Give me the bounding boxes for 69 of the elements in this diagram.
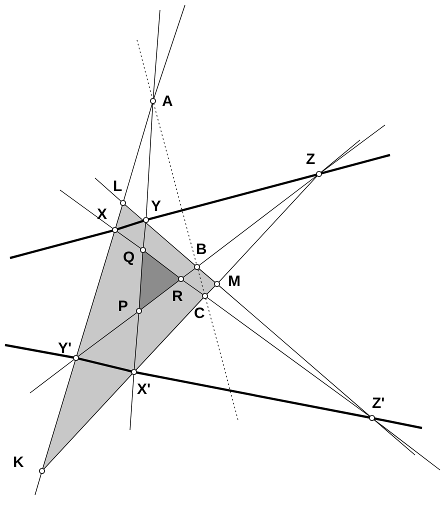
point xyxy=(369,395,385,421)
line-segment xyxy=(78,312,138,357)
line-segment xyxy=(144,251,180,278)
point-label: A xyxy=(162,93,173,110)
point-label: Q xyxy=(123,249,135,266)
point xyxy=(58,340,79,361)
line-segment xyxy=(76,232,115,356)
line-segment xyxy=(116,231,142,249)
point-label: Z xyxy=(306,151,316,168)
line-segment xyxy=(124,204,196,266)
point xyxy=(143,198,162,223)
point xyxy=(194,241,207,270)
point-label: X xyxy=(97,206,108,223)
line-segment xyxy=(138,252,144,309)
line-segment xyxy=(140,280,180,310)
line-segment xyxy=(218,285,370,417)
point xyxy=(123,247,146,266)
line-segment xyxy=(206,297,370,417)
line-segment xyxy=(321,154,390,174)
point-label: R xyxy=(172,288,183,305)
line-segment xyxy=(374,417,422,430)
line-segment xyxy=(374,419,416,456)
line-segment xyxy=(10,230,113,260)
line-segment xyxy=(148,174,317,220)
line-segment xyxy=(136,371,370,419)
line-segment xyxy=(60,190,114,229)
point-label: C xyxy=(194,305,205,322)
point-label: B xyxy=(196,241,207,258)
line-segment xyxy=(182,268,196,278)
line-segment xyxy=(134,313,140,370)
point-label: Y xyxy=(151,198,162,215)
line-segment xyxy=(320,124,386,173)
point-label: M xyxy=(228,273,240,290)
point xyxy=(113,178,126,206)
point xyxy=(214,273,240,290)
line-segment xyxy=(43,374,133,470)
line-segment xyxy=(198,268,216,283)
line-segment xyxy=(115,205,123,228)
line-segment xyxy=(78,358,132,372)
point-label: P xyxy=(118,298,128,315)
point-label: K xyxy=(13,454,24,471)
point-label: Y' xyxy=(58,340,72,357)
point xyxy=(13,454,45,474)
line-segment xyxy=(94,178,122,202)
line-segment xyxy=(4,344,74,359)
point xyxy=(118,298,142,315)
point-label: Z' xyxy=(372,395,385,412)
point-label: X' xyxy=(137,381,151,398)
line-segment xyxy=(30,359,74,394)
line-segment xyxy=(374,419,440,470)
line-segment xyxy=(198,175,318,266)
line-segment xyxy=(34,473,42,496)
line-segment xyxy=(117,220,144,230)
point xyxy=(306,151,322,177)
point-label: L xyxy=(113,178,122,195)
line-segment xyxy=(135,298,204,370)
line-segment xyxy=(152,10,160,99)
line-segment xyxy=(146,103,154,218)
line-segment xyxy=(206,285,216,295)
line-segment xyxy=(182,280,204,295)
line-segment xyxy=(42,360,76,469)
line-segment xyxy=(123,103,153,201)
line-segment xyxy=(142,222,146,248)
point xyxy=(97,206,118,233)
line-segment xyxy=(320,140,360,173)
dotted-line xyxy=(205,298,238,420)
line-segment xyxy=(218,176,318,282)
line-segment xyxy=(153,4,186,99)
line-segment xyxy=(130,374,134,430)
